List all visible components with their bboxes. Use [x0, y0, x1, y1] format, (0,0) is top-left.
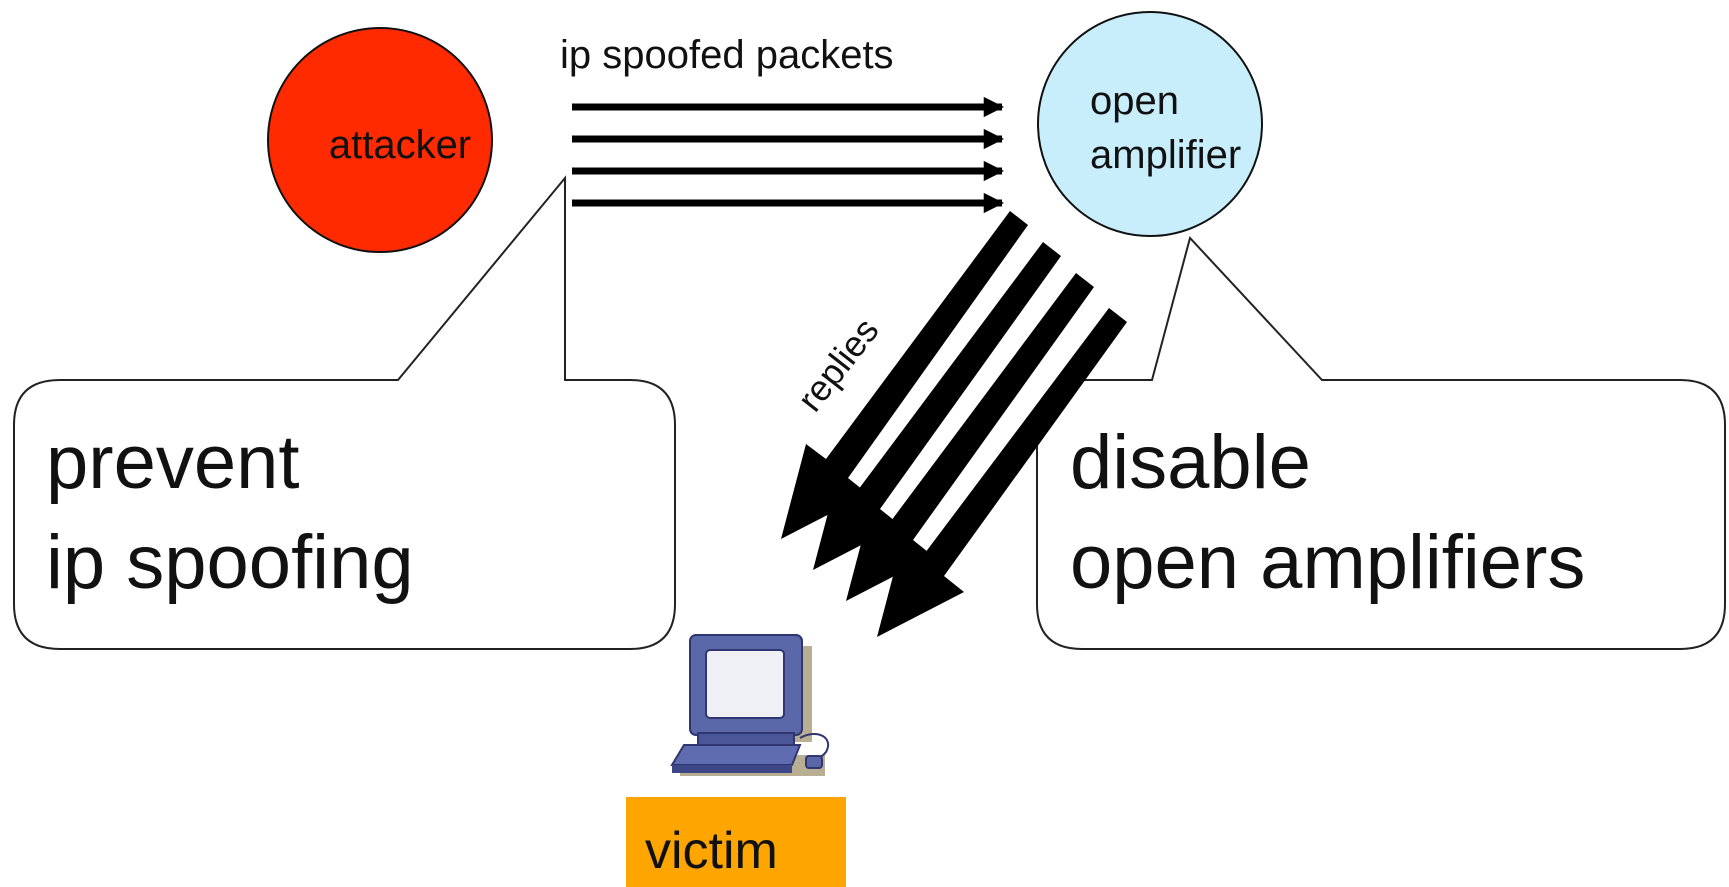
callout-left-line2: ip spoofing [46, 520, 414, 605]
amplifier-node: open amplifier [1037, 11, 1263, 237]
keyboard [670, 744, 802, 766]
victim-label-box [626, 797, 846, 887]
reply-arrow [813, 242, 1061, 570]
callout-left-line1: prevent [46, 420, 300, 505]
spoofed-packet-arrows [572, 96, 1005, 214]
reply-arrows [781, 211, 1127, 637]
amplifier-label-line2: amplifier [1090, 133, 1241, 177]
callout-disable-amplifiers: disable open amplifiers [1036, 235, 1726, 650]
attacker-node: attacker [267, 27, 493, 253]
victim-node: victim [626, 797, 846, 887]
victim-label: victim [645, 822, 778, 880]
mouse [805, 755, 823, 769]
reply-arrow [846, 273, 1094, 601]
callout-right-line1: disable [1070, 420, 1311, 505]
amplifier-circle [1037, 11, 1263, 237]
monitor-screen [705, 649, 785, 719]
amplifier-label-line1: open [1090, 79, 1179, 123]
attacker-circle [267, 27, 493, 253]
spoofed-packets-label: ip spoofed packets [560, 33, 894, 77]
keyboard-front [672, 765, 792, 773]
computer-workstation-icon [670, 634, 829, 776]
attacker-label: attacker [329, 123, 471, 167]
callout-right-line2: open amplifiers [1070, 520, 1585, 605]
callout-prevent-spoofing: prevent ip spoofing [13, 175, 676, 650]
reply-arrow [877, 308, 1127, 637]
reply-arrow [781, 211, 1028, 539]
callout-bubble [13, 175, 676, 650]
